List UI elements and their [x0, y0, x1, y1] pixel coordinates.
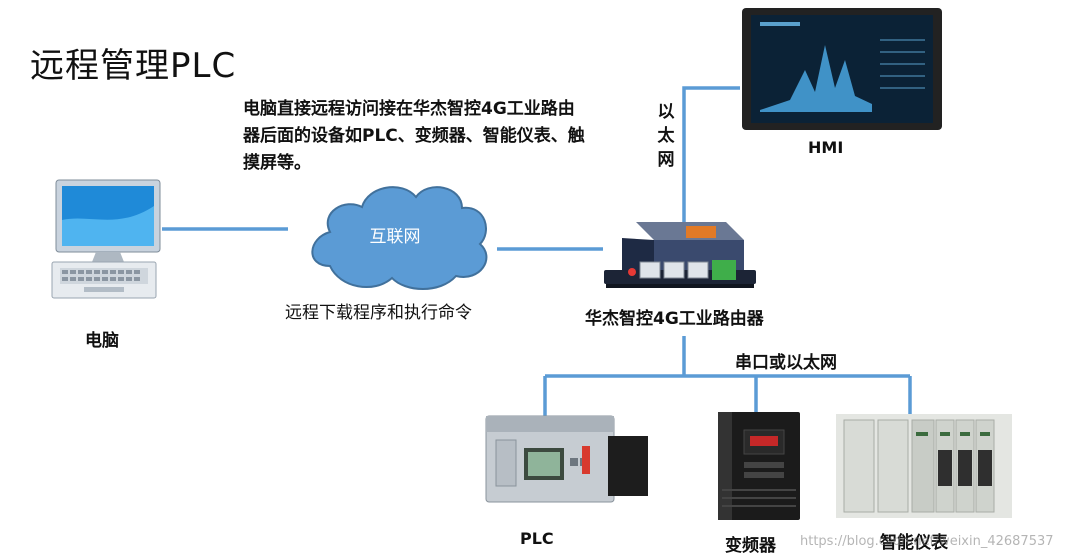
- internet-cloud-icon: 互联网: [311, 186, 488, 290]
- label-ethernet-vertical: 以太网: [657, 102, 675, 170]
- wire-router-hmi: [682, 86, 740, 228]
- inverter-icon: [718, 412, 800, 520]
- smart-meter-icon: [836, 414, 1012, 518]
- label-inverter: 变频器: [725, 536, 776, 556]
- label-plc: PLC: [520, 529, 554, 548]
- label-serial-or-ethernet: 串口或以太网: [735, 353, 837, 373]
- label-smart-meter: 智能仪表: [880, 533, 948, 553]
- hmi-screen-icon: [742, 8, 942, 130]
- label-computer: 电脑: [85, 331, 119, 351]
- description-text: 电脑直接远程访问接在华杰智控4G工业路由器后面的设备如PLC、变频器、智能仪表、…: [243, 99, 585, 173]
- label-router: 华杰智控4G工业路由器: [585, 309, 764, 329]
- watermark: https://blog.csdn.net/weixin_42687537: [800, 534, 1054, 549]
- label-hmi: HMI: [808, 138, 844, 157]
- cloud-label: 互联网: [370, 227, 421, 247]
- computer-icon: [51, 179, 161, 299]
- page-title: 远程管理PLC: [30, 46, 237, 86]
- router-icon: [604, 222, 756, 288]
- plc-icon: [485, 415, 648, 503]
- label-remote-download: 远程下载程序和执行命令: [285, 303, 472, 323]
